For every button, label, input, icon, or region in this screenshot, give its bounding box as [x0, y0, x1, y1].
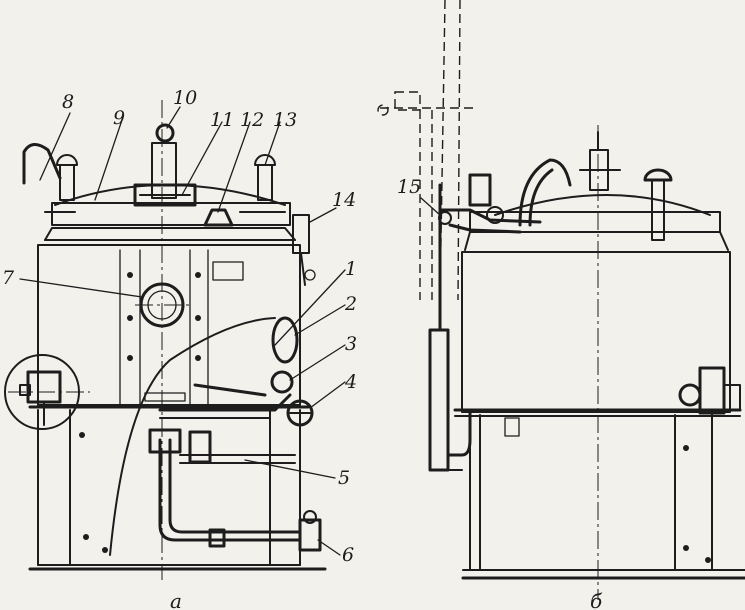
kettle-body-right [461, 251, 731, 413]
callout-2: 2 [344, 293, 357, 315]
lid-rim [51, 202, 291, 226]
callout-14: 14 [332, 189, 356, 211]
lever-mechanism [428, 173, 542, 472]
vent-cap [643, 168, 673, 182]
water-crane [22, 143, 62, 185]
callout-15: 15 [397, 176, 421, 198]
callout-6: 6 [342, 544, 354, 566]
steam-hose [518, 158, 572, 227]
fitting [270, 370, 294, 394]
section-cut [109, 317, 276, 556]
lifting-arm [377, 0, 475, 301]
callout-5: 5 [338, 467, 350, 489]
right-view [377, 0, 745, 600]
lid-handle [133, 183, 197, 207]
stand-frame-right [469, 414, 713, 571]
callout-4: 4 [344, 371, 357, 393]
drain-tap [26, 370, 62, 404]
lid-bolt-left [44, 154, 78, 213]
jacket-wall [158, 393, 292, 412]
callout-1: 1 [345, 258, 357, 280]
safety-valve [203, 208, 234, 227]
water-valve [188, 430, 212, 464]
view-label-a: а [170, 589, 182, 610]
view-label-b: б [590, 589, 603, 610]
lifting-eye [155, 123, 175, 143]
callout-12: 12 [240, 109, 264, 131]
leader-lines-left [19, 106, 441, 556]
kettle-body [37, 244, 301, 406]
callout-10: 10 [173, 87, 197, 109]
callout-3: 3 [345, 333, 357, 355]
water-pipe [158, 438, 302, 542]
callout-8: 8 [62, 91, 74, 113]
heating-element [271, 316, 299, 364]
callout-11: 11 [210, 109, 234, 131]
callout-7: 7 [2, 267, 15, 289]
callout-13: 13 [273, 109, 297, 131]
front-panel [119, 249, 244, 406]
left-view [4, 100, 327, 580]
callout-9: 9 [113, 107, 125, 129]
lid-right [494, 194, 711, 216]
side-tap [698, 366, 726, 415]
inlet-valve [298, 518, 322, 552]
callout-labels: 1 2 3 4 5 6 7 8 9 10 11 12 13 14 15 а б [2, 87, 603, 610]
counterweight-cylinder [428, 328, 450, 472]
